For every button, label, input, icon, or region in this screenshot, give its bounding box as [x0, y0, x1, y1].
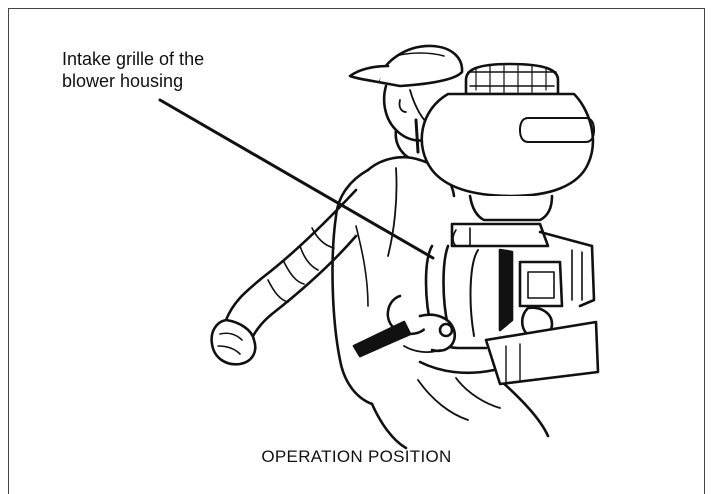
blower-housing-drawing — [424, 222, 600, 386]
hand-lever-drawing — [352, 294, 457, 358]
callout-leader-line — [158, 98, 435, 260]
arm-drawing — [224, 188, 358, 350]
cap-drawing — [348, 44, 464, 88]
hopper-tank-drawing — [420, 62, 595, 222]
intake-grille-callout-label: Intake grille of the blower housing — [62, 49, 205, 91]
figure-caption: OPERATION POSITION — [261, 447, 452, 466]
fist-drawing — [210, 318, 257, 366]
lower-body-drawing — [417, 360, 501, 421]
figure-frame — [8, 8, 705, 494]
